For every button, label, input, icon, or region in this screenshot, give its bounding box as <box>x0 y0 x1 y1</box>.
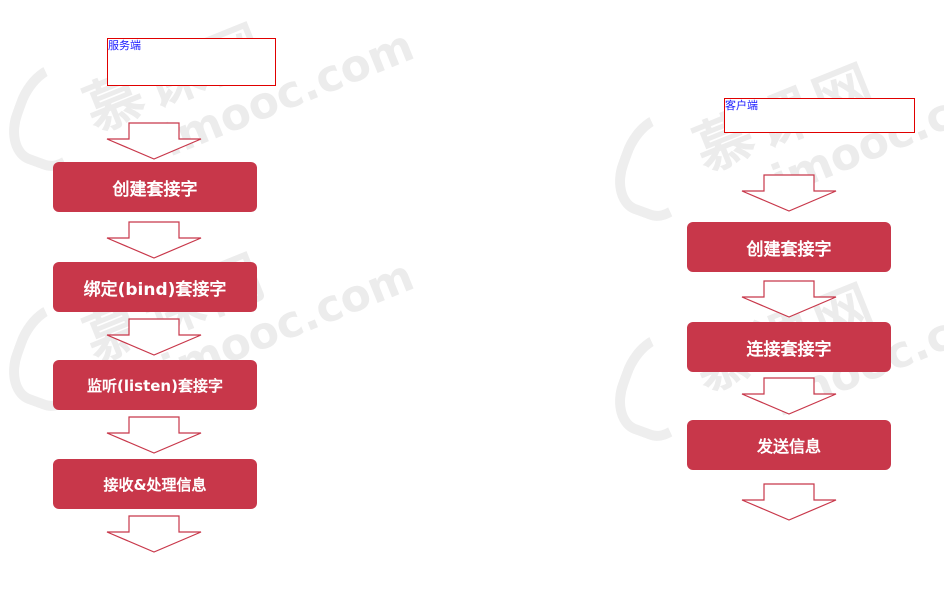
arrow-down-icon <box>106 515 202 553</box>
arrow-down-icon <box>741 483 837 521</box>
server-step-create: 创建套接字 <box>53 162 257 212</box>
arrow-down-icon <box>106 318 202 356</box>
server-step-bind: 绑定(bind)套接字 <box>53 262 257 312</box>
server-step-receive: 接收&处理信息 <box>53 459 257 509</box>
arrow-down-icon <box>106 416 202 454</box>
client-step-connect: 连接套接字 <box>687 322 891 372</box>
server-label: 服务端 <box>107 38 276 86</box>
arrow-down-icon <box>741 174 837 212</box>
arrow-down-icon <box>741 377 837 415</box>
client-label: 客户端 <box>724 98 915 133</box>
watermark-logo <box>0 49 111 181</box>
arrow-down-icon <box>741 280 837 318</box>
arrow-down-icon <box>106 221 202 259</box>
client-step-send: 发送信息 <box>687 420 891 470</box>
arrow-down-icon <box>106 122 202 160</box>
client-step-create: 创建套接字 <box>687 222 891 272</box>
watermark-logo <box>603 99 717 231</box>
server-step-listen: 监听(listen)套接字 <box>53 360 257 410</box>
